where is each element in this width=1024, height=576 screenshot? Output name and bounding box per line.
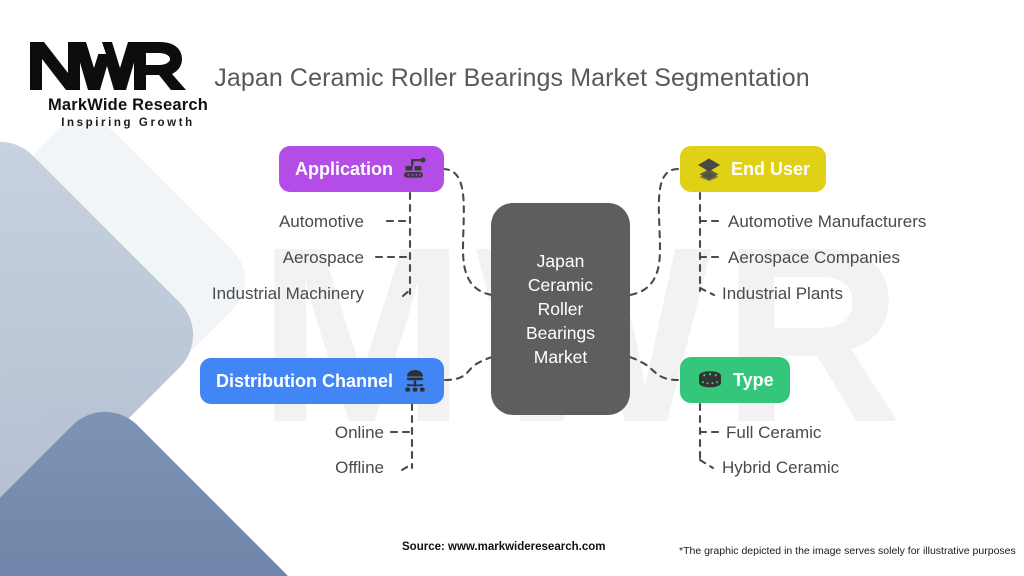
roller-bearing-icon (696, 368, 724, 392)
center-node: Japan Ceramic Roller Bearings Market (491, 203, 630, 415)
layers-stack-icon (696, 157, 722, 181)
sub-item-type-1: Hybrid Ceramic (722, 458, 840, 477)
sub-item-end-user-1: Aerospace Companies (728, 248, 900, 267)
sub-item-distribution-channel-0: Online (334, 423, 384, 442)
sub-item-application-1: Aerospace (282, 248, 364, 267)
connector-distribution-center (443, 355, 494, 382)
connector-enduser-center (628, 167, 680, 297)
branch-label-distribution-channel: Distribution Channel (216, 370, 393, 391)
stub-application-3 (401, 288, 412, 298)
page-title: Japan Ceramic Roller Bearings Market Seg… (214, 64, 810, 92)
sub-item-end-user-0: Automotive Manufacturers (728, 212, 927, 231)
center-node-label: Japan Ceramic Roller Bearings Market (525, 251, 596, 367)
connector-type-center (628, 355, 680, 382)
branch-badge-distribution-channel[interactable]: Distribution Channel (200, 358, 444, 404)
sub-item-distribution-channel-1: Offline (335, 458, 384, 477)
connector-application-center (441, 167, 494, 297)
disclaimer-text: *The graphic depicted in the image serve… (679, 545, 1016, 557)
mwr-monogram-icon (30, 36, 186, 90)
sub-item-application-2: Industrial Machinery (211, 284, 364, 303)
sub-item-end-user-2: Industrial Plants (722, 284, 843, 303)
sub-item-application-0: Automotive (278, 212, 364, 231)
stub-distribution-2 (400, 462, 414, 472)
branch-label-end-user: End User (731, 158, 811, 179)
stub-type-2 (698, 458, 715, 470)
stub-enduser-3 (698, 286, 716, 297)
brand-name: MarkWide Research (47, 96, 209, 114)
branch-label-type: Type (733, 369, 774, 390)
industrial-robot-icon (402, 157, 428, 181)
sub-item-type-0: Full Ceramic (726, 423, 822, 442)
brand-logo: MarkWide Research Inspiring Growth (28, 32, 228, 129)
branch-badge-type[interactable]: Type (680, 357, 790, 403)
branch-badge-end-user[interactable]: End User (680, 146, 827, 192)
source-text: Source: www.markwideresearch.com (402, 541, 606, 553)
branch-label-application: Application (295, 158, 393, 179)
brand-tagline: Inspiring Growth (61, 117, 195, 129)
distribution-network-icon (402, 369, 428, 393)
branch-badge-application[interactable]: Application (279, 146, 444, 192)
